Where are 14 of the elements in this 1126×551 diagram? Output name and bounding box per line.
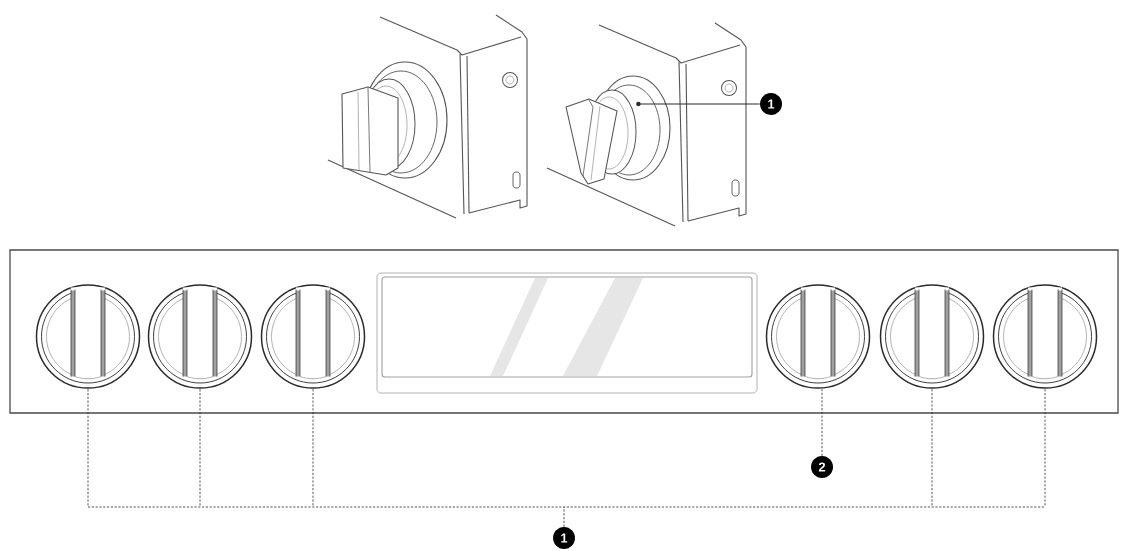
- leader-line: [821, 388, 823, 457]
- knob: [147, 284, 253, 389]
- knob: [565, 89, 637, 185]
- leader-line: [87, 388, 1046, 528]
- knob: [992, 284, 1098, 389]
- knob: [260, 284, 366, 389]
- callout-number: 1: [760, 93, 782, 115]
- callout-number: 1: [553, 527, 575, 549]
- knob: [35, 284, 141, 389]
- control-panel: [9, 249, 1119, 414]
- knob: [879, 284, 985, 389]
- knob: [765, 284, 871, 389]
- leader-line: [636, 101, 761, 107]
- callout-number: 2: [811, 456, 833, 478]
